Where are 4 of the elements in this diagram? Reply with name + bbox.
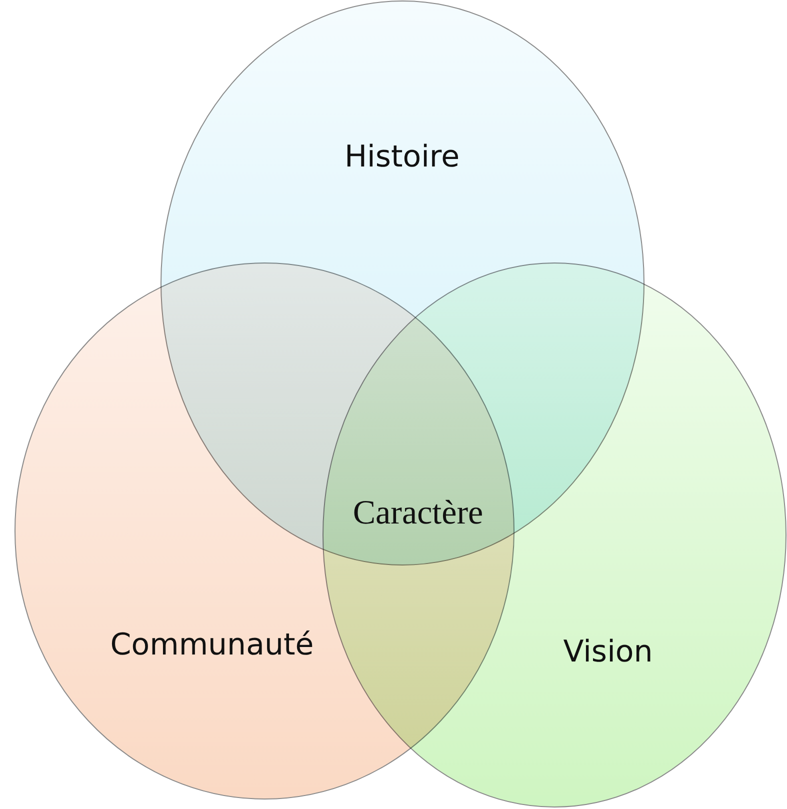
circle-label: Communauté [110, 626, 314, 664]
circle-label: Vision [563, 634, 653, 672]
circle-label: Histoire [344, 138, 460, 176]
center-label: Caractère [352, 494, 484, 534]
